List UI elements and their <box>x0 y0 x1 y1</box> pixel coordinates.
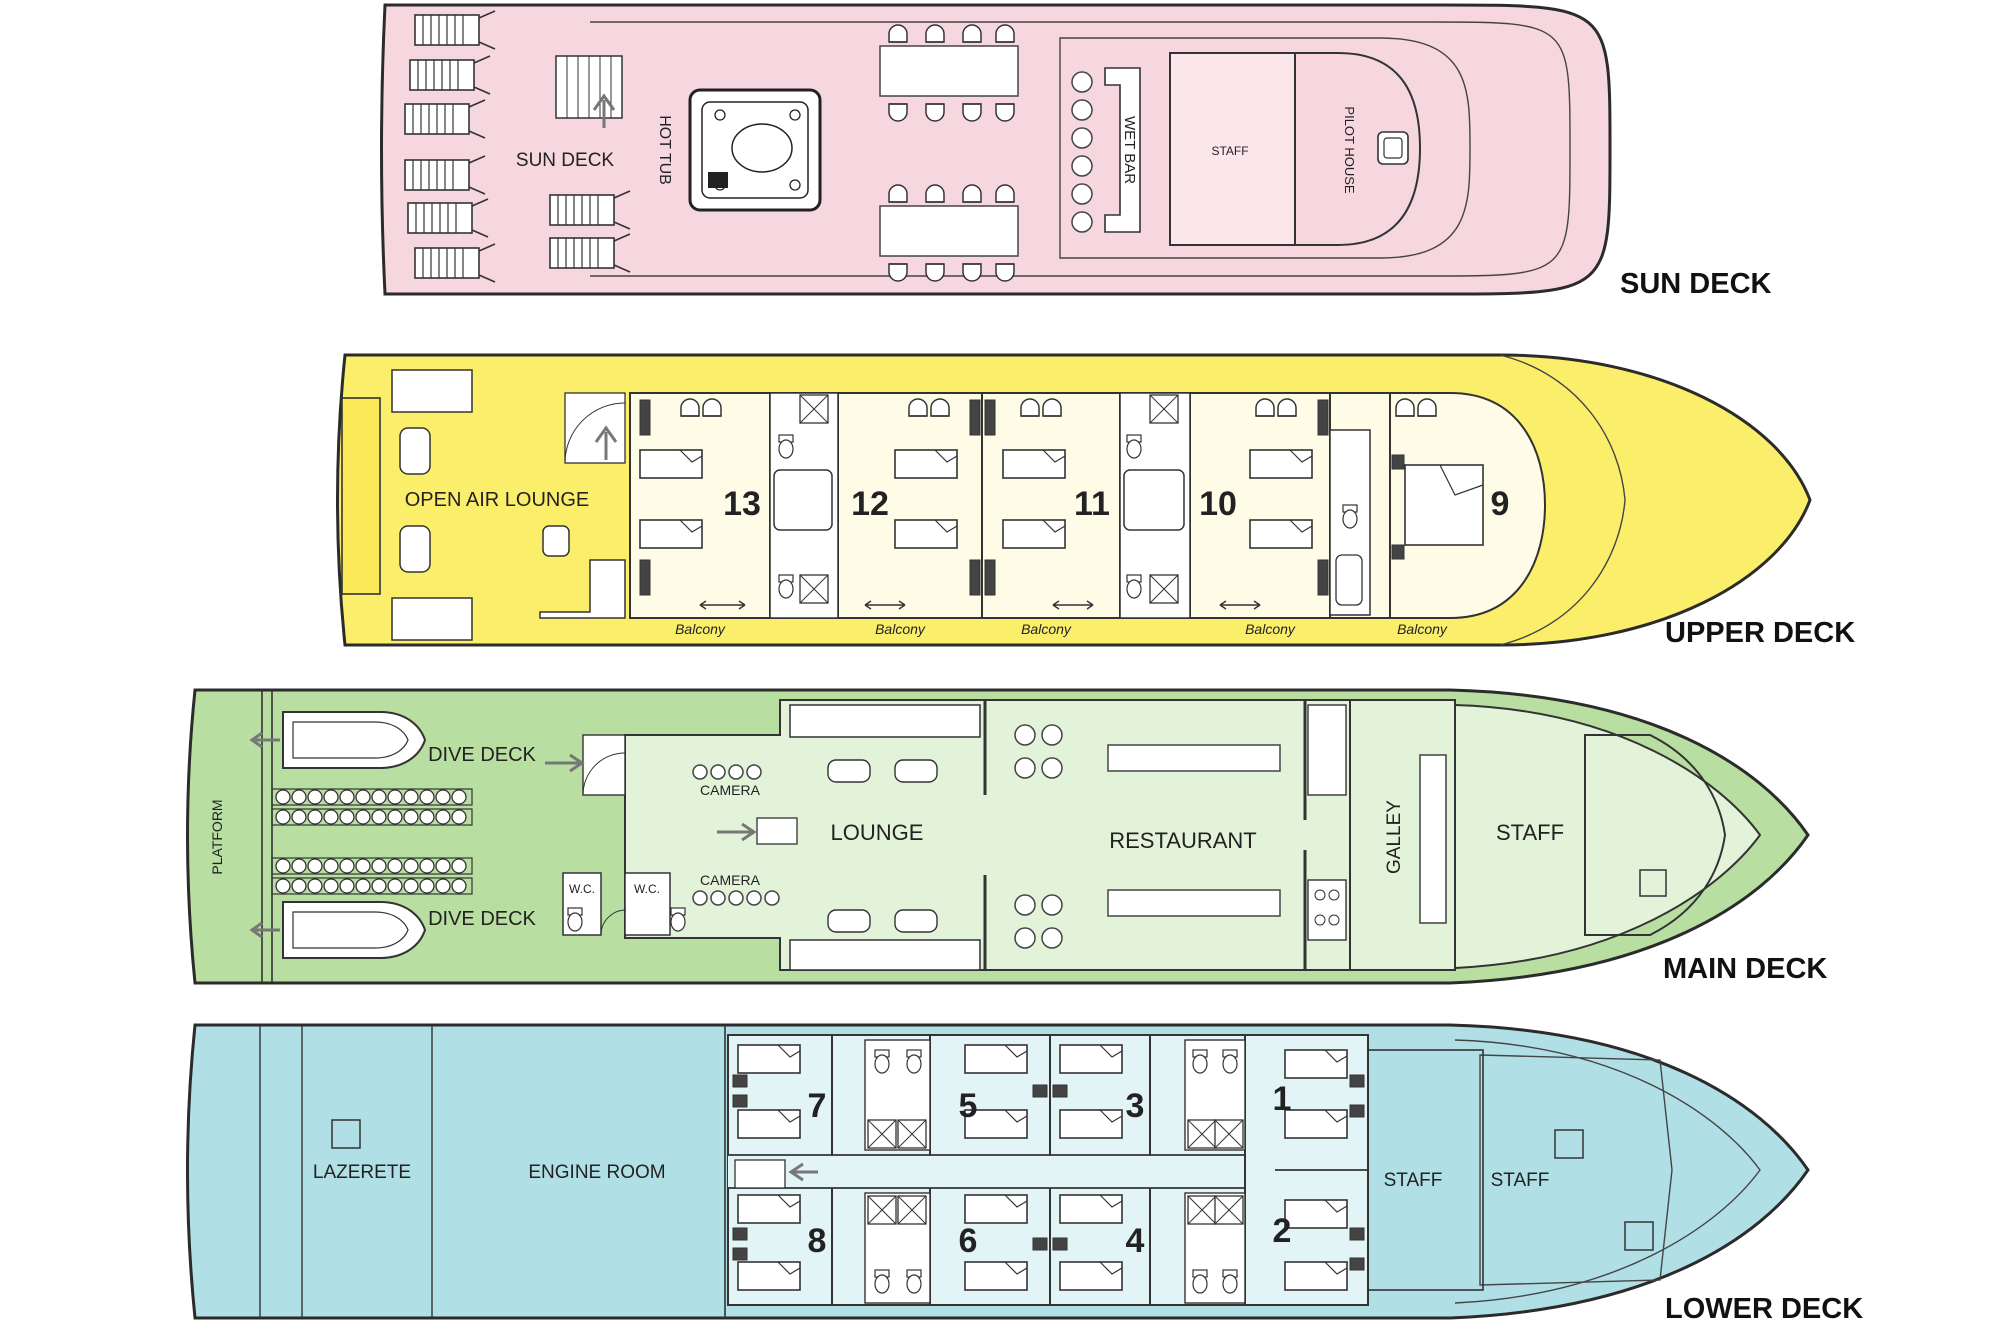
lounge-furniture <box>717 704 981 971</box>
open-air-lounge-furniture <box>341 369 626 641</box>
cabin-3-number: 3 <box>1126 1087 1145 1125</box>
galley-equipment <box>1307 704 1447 941</box>
restaurant-label: RESTAURANT <box>1109 828 1257 853</box>
balcony-label-4: Balcony <box>1245 621 1296 637</box>
wc-left-label: W.C. <box>569 882 595 896</box>
dive-boats <box>249 711 427 959</box>
lounge-label: LOUNGE <box>831 820 924 845</box>
balcony-label-5: Balcony <box>1397 621 1448 637</box>
main-deck: PLATFORM DIVE DECK DIVE DECK CAMERA CAME… <box>186 688 1827 985</box>
wc-right-label: W.C. <box>634 882 660 896</box>
open-air-lounge-label: OPEN AIR LOUNGE <box>405 489 590 511</box>
camera-top-label: CAMERA <box>700 782 761 798</box>
main-deck-title: MAIN DECK <box>1663 953 1827 985</box>
upper-cabins-block <box>629 392 1391 619</box>
camera-stations <box>692 764 780 906</box>
camera-bottom-label: CAMERA <box>700 872 761 888</box>
galley-label: GALLEY <box>1384 800 1405 874</box>
wet-bar-label: WET BAR <box>1121 116 1138 184</box>
cabin-1-number: 1 <box>1273 1080 1292 1118</box>
cabin-4-number: 4 <box>1126 1222 1145 1260</box>
sun-stairs <box>555 55 623 128</box>
dive-deck-bottom-label: DIVE DECK <box>428 908 536 930</box>
cabin-6-number: 6 <box>959 1222 978 1260</box>
cabin-13-number: 13 <box>723 485 761 523</box>
lower-staff-a-label: STAFF <box>1384 1170 1443 1191</box>
wet-bar <box>1071 67 1141 233</box>
cabin-7-number: 7 <box>808 1087 827 1125</box>
pilot-house-label: PILOT HOUSE <box>1342 106 1357 194</box>
restaurant-tables <box>1014 724 1281 949</box>
balcony-label-1: Balcony <box>675 621 726 637</box>
sun-staff-label: STAFF <box>1211 144 1248 158</box>
sun-deck-area-label: SUN DECK <box>516 150 615 171</box>
cabin-8-number: 8 <box>808 1222 827 1260</box>
cabin-5-number: 5 <box>959 1087 978 1125</box>
upper-deck-title: UPPER DECK <box>1665 617 1855 649</box>
sun-dining-tables <box>879 24 1019 282</box>
balcony-label-2: Balcony <box>875 621 926 637</box>
lower-staff-b-label: STAFF <box>1491 1170 1550 1191</box>
balcony-label-3: Balcony <box>1021 621 1072 637</box>
sun-deck-title: SUN DECK <box>1620 268 1772 300</box>
lower-deck-title: LOWER DECK <box>1665 1293 1863 1325</box>
cabin-2-number: 2 <box>1273 1212 1292 1250</box>
dive-tank-racks <box>271 788 473 895</box>
hot-tub <box>688 88 822 212</box>
dive-deck-top-label: DIVE DECK <box>428 744 536 766</box>
sun-staff-room <box>1169 52 1296 246</box>
cabin-10-number: 10 <box>1199 485 1237 523</box>
sliding-doors <box>699 600 1261 610</box>
sun-deck: SUN DECK HOT TUB WET BAR STAFF PILOT HOU… <box>380 3 1772 300</box>
hot-tub-label: HOT TUB <box>656 115 673 185</box>
cabin-11-number: 11 <box>1074 485 1110 523</box>
lazerete-label: LAZERETE <box>313 1162 411 1183</box>
sun-deck-hull <box>380 3 1612 296</box>
cabin-9-number: 9 <box>1491 485 1510 523</box>
engine-room-label: ENGINE ROOM <box>528 1162 665 1183</box>
platform-label: PLATFORM <box>209 799 225 874</box>
captain-chair-icon <box>1377 131 1409 165</box>
main-staff-label: STAFF <box>1496 820 1564 845</box>
cabin-12-number: 12 <box>851 485 889 523</box>
upper-deck: OPEN AIR LOUNGE 13 12 11 10 9 Balcony Ba… <box>336 353 1855 649</box>
lower-deck: LAZERETE ENGINE ROOM 7 5 3 1 8 6 4 2 STA… <box>186 1023 1863 1325</box>
